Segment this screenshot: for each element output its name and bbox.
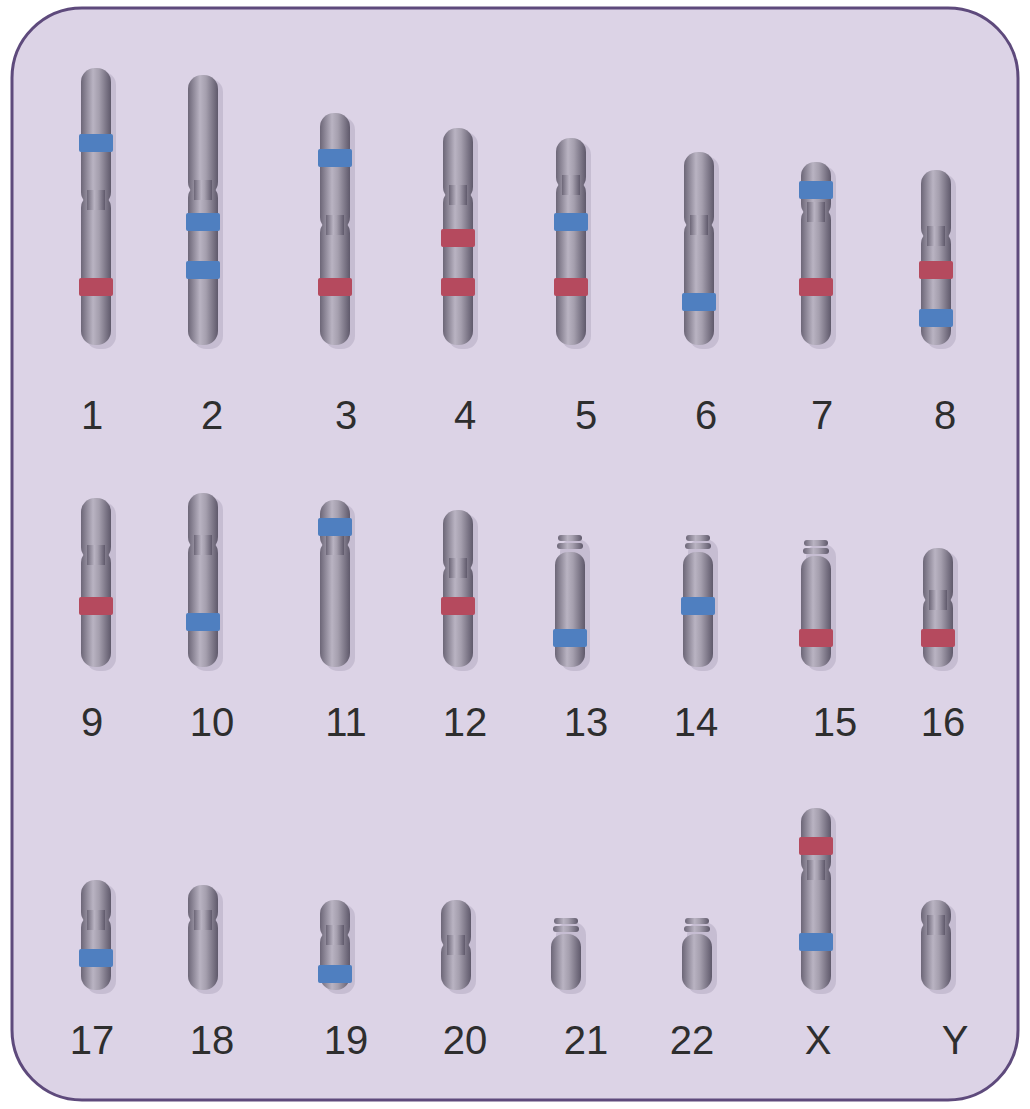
gene-band — [318, 518, 352, 536]
chromosome-number: 7 — [811, 395, 833, 435]
chromosome — [682, 918, 717, 994]
gene-band — [441, 278, 475, 296]
gene-band — [441, 597, 475, 615]
gene-band — [441, 229, 475, 247]
chromosome-number: 12 — [443, 702, 488, 742]
chromosome — [318, 900, 355, 994]
chromosome — [919, 170, 956, 349]
chromosome — [921, 548, 958, 671]
gene-band — [921, 629, 955, 647]
gene-band — [799, 278, 833, 296]
gene-band — [79, 597, 113, 615]
panel-background — [12, 8, 1018, 1100]
gene-band — [79, 949, 113, 967]
chromosome-number: 10 — [190, 702, 235, 742]
gene-band — [799, 181, 833, 199]
chromosome-number: Y — [942, 1020, 969, 1060]
chromosome — [318, 113, 355, 349]
gene-band — [553, 629, 587, 647]
chromosome — [799, 540, 836, 671]
chromosome — [799, 808, 836, 994]
chromosome-number: 1 — [81, 395, 103, 435]
gene-band — [79, 134, 113, 152]
gene-band — [186, 261, 220, 279]
chromosome-number: 4 — [454, 395, 476, 435]
gene-band — [799, 629, 833, 647]
gene-band — [681, 597, 715, 615]
chromosome-number: 11 — [325, 702, 367, 742]
gene-band — [919, 261, 953, 279]
chromosome — [441, 510, 478, 671]
chromosome-number: 19 — [324, 1020, 369, 1060]
chromosome-number: 18 — [190, 1020, 235, 1060]
chromosome — [441, 128, 478, 349]
chromosome-number: 5 — [575, 395, 597, 435]
gene-band — [554, 278, 588, 296]
chromosome-number: 8 — [934, 395, 956, 435]
gene-band — [318, 965, 352, 983]
chromosome — [553, 535, 590, 671]
gene-band — [919, 309, 953, 327]
chromosome — [682, 152, 719, 349]
chromosome-number: 17 — [70, 1020, 115, 1060]
gene-band — [682, 293, 716, 311]
chromosome — [681, 535, 718, 671]
chromosome-number: 13 — [564, 702, 609, 742]
chromosome-number: 15 — [813, 702, 858, 742]
chromosome — [921, 900, 956, 994]
gene-band — [318, 278, 352, 296]
chromosome-number: 21 — [564, 1020, 609, 1060]
chromosome-number: 2 — [201, 395, 223, 435]
gene-band — [799, 837, 833, 855]
gene-band — [79, 278, 113, 296]
chromosome-number: 3 — [335, 395, 357, 435]
chromosome — [79, 68, 116, 349]
chromosome — [186, 493, 223, 671]
chromosome — [186, 75, 223, 349]
chromosome — [79, 498, 116, 671]
chromosome — [318, 500, 355, 671]
chromosome-number: X — [805, 1020, 832, 1060]
chromosome — [441, 900, 476, 994]
gene-band — [318, 149, 352, 167]
chromosome-number: 16 — [921, 702, 966, 742]
chromosome-number: 22 — [670, 1020, 715, 1060]
chromosome-number: 6 — [695, 395, 717, 435]
gene-band — [554, 213, 588, 231]
chromosome-number: 14 — [674, 702, 719, 742]
chromosome — [188, 885, 223, 994]
chromosome-number: 9 — [81, 702, 103, 742]
chromosome — [551, 918, 586, 994]
chromosome — [799, 162, 836, 349]
chromosome-number: 20 — [443, 1020, 488, 1060]
chromosome — [554, 138, 591, 349]
gene-band — [186, 613, 220, 631]
gene-band — [799, 933, 833, 951]
gene-band — [186, 213, 220, 231]
chromosome — [79, 880, 116, 994]
